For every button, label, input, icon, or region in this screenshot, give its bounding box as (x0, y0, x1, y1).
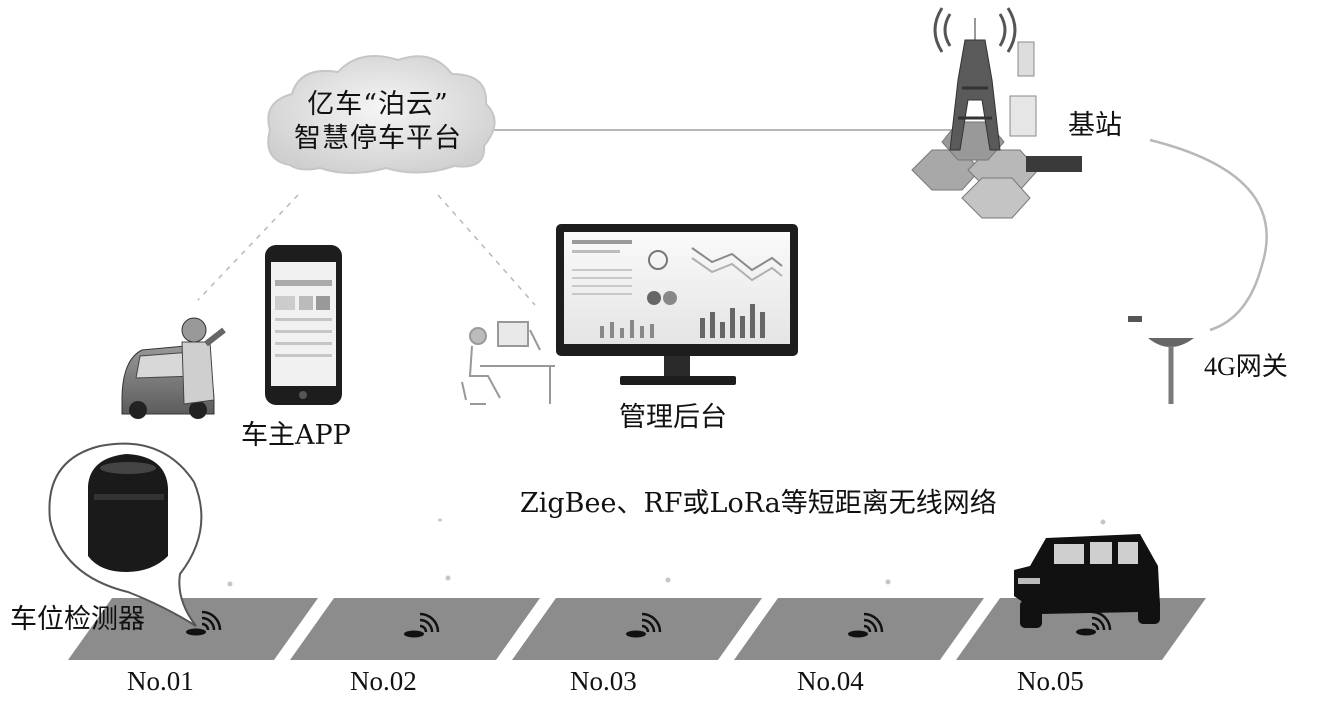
platform-label-line1: 亿车“泊云” (268, 88, 488, 122)
antenna-icon (1128, 316, 1194, 404)
parking-slot-2 (290, 598, 540, 660)
parking-slot-4 (734, 598, 984, 660)
platform-label-line2: 智慧停车平台 (268, 122, 488, 156)
signal-dots (228, 518, 1106, 586)
network-label: ZigBee、RF或LoRa等短距离无线网络 (520, 490, 997, 517)
gateway-label: 4G网关 (1204, 354, 1288, 380)
base-station-label: 基站 (1068, 112, 1122, 139)
platform-label: 亿车“泊云” 智慧停车平台 (268, 88, 488, 156)
cloud-to-backend-link (438, 195, 535, 305)
slot-label-3: No.03 (570, 668, 637, 695)
tower-to-gateway-link (1150, 140, 1267, 330)
slot-label-4: No.04 (797, 668, 864, 695)
smartphone-icon (265, 245, 342, 405)
person-with-car-icon (122, 318, 224, 419)
slot-label-2: No.02 (350, 668, 417, 695)
slot-label-5: No.05 (1017, 668, 1084, 695)
detector-label: 车位检测器 (10, 606, 145, 633)
monitor-icon (556, 224, 798, 385)
parking-slot-3 (512, 598, 762, 660)
cell-tower-icon (912, 8, 1082, 218)
slot-label-1: No.01 (127, 668, 194, 695)
owner-app-label: 车主APP (241, 422, 351, 449)
backend-label: 管理后台 (619, 404, 727, 431)
person-at-desk-icon (462, 322, 555, 404)
